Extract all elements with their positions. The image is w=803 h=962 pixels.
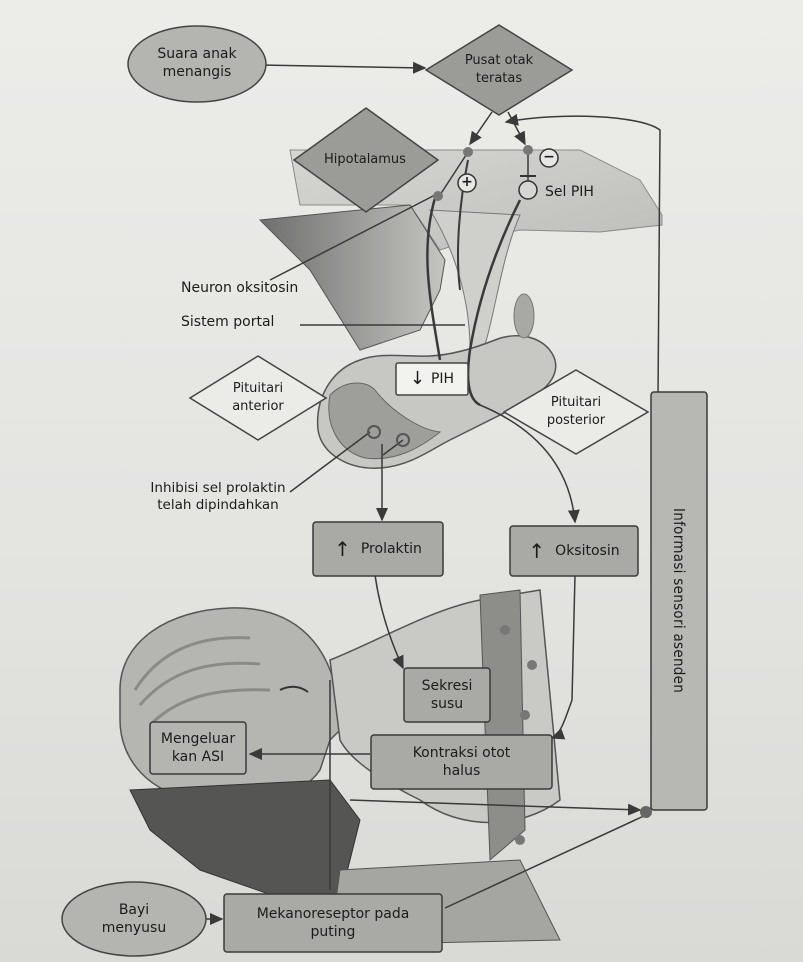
sensory-info-label: Informasi sensori asenden <box>670 508 688 693</box>
node-baby-suckling: Bayi menyusu <box>62 882 206 956</box>
sign-minus: − <box>540 148 558 166</box>
label-pih-cell: Sel PIH <box>545 184 594 201</box>
label-portal-system: Sistem portal <box>181 314 274 331</box>
up-arrow-icon: ↑ <box>334 540 351 558</box>
prolactin-label: Prolaktin <box>361 540 422 558</box>
up-arrow-icon: ↑ <box>528 542 545 560</box>
down-arrow-icon: ↓ <box>410 370 425 388</box>
node-hypothalamus: Hipotalamus <box>310 151 420 169</box>
node-posterior-pituitary: Pituitari posterior <box>526 394 626 430</box>
oxytocin-label: Oksitosin <box>555 542 619 560</box>
sign-plus: + <box>458 173 476 191</box>
node-smooth-muscle: Kontraksi otot halus <box>371 735 552 789</box>
node-anterior-pituitary: Pituitari anterior <box>208 380 308 416</box>
node-higher-brain: Pusat otak teratas <box>444 52 554 88</box>
node-prolactin: ↑ Prolaktin <box>313 522 443 576</box>
node-milk-ejection: Mengeluar kan ASI <box>150 722 246 774</box>
pih-label: PIH <box>431 370 454 388</box>
node-pih: ↓ PIH <box>396 363 468 395</box>
node-sensory-info: Informasi sensori asenden <box>651 392 707 810</box>
node-nipple-receptor: Mekanoreseptor pada puting <box>224 894 442 952</box>
node-oxytocin: ↑ Oksitosin <box>510 526 638 576</box>
node-milk-secretion: Sekresi susu <box>404 668 490 722</box>
node-crying-baby: Suara anak menangis <box>131 45 263 81</box>
label-prolactin-inhibition: Inhibisi sel prolaktin telah dipindahkan <box>128 480 308 514</box>
label-oxytocin-neuron: Neuron oksitosin <box>181 280 298 297</box>
